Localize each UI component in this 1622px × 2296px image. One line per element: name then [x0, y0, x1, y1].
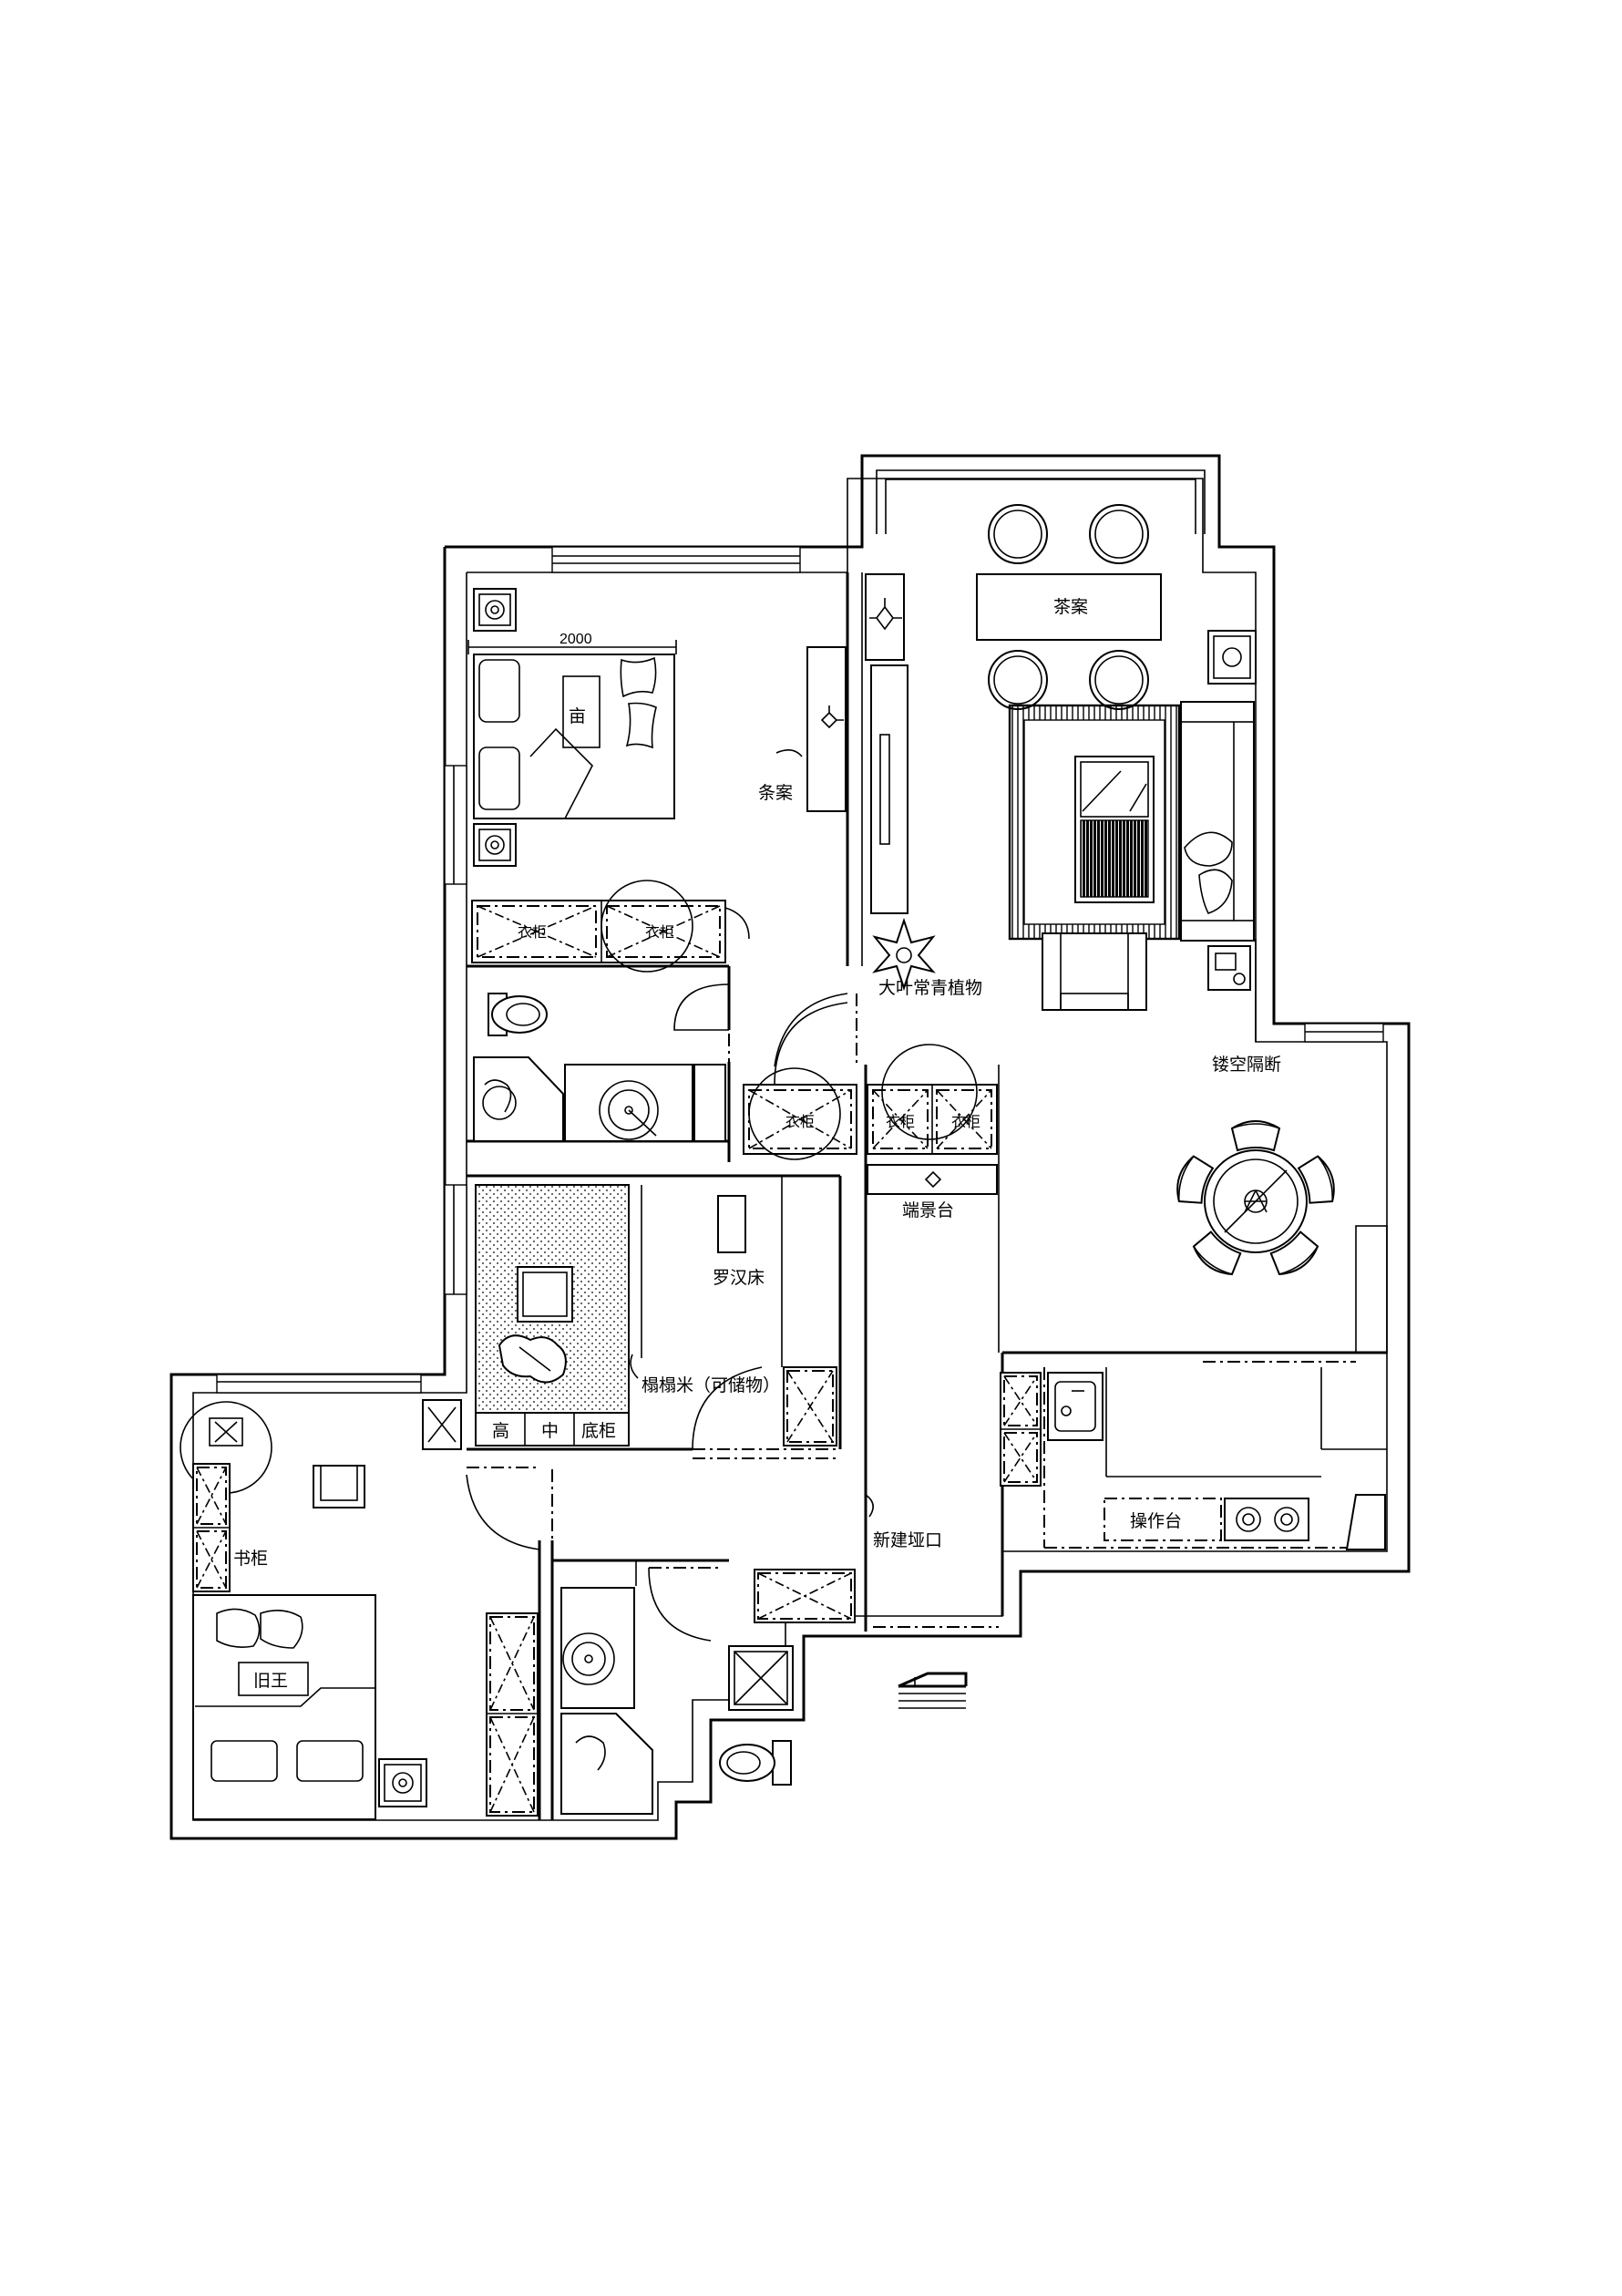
master-bedroom: 2000 亩 条案 衣柜 衣柜: [467, 588, 909, 973]
ensuite-bath: [473, 983, 730, 1142]
chair: [1176, 1155, 1215, 1204]
hall-cabinets: 衣柜 衣柜 衣柜 端景台: [743, 1002, 998, 1220]
plant-icon: [872, 917, 936, 992]
second-bedroom: 书柜 旧王: [180, 1399, 540, 1820]
luohan-bed: [717, 1195, 746, 1253]
dining-area: [1176, 1120, 1356, 1363]
sink: [1047, 1372, 1104, 1441]
tatami-label: 榻榻米（可储物）: [642, 1375, 780, 1395]
hallway: 新建垭口: [551, 1372, 1042, 1709]
toilet: [719, 1744, 775, 1782]
wardrobe-label: 衣柜: [886, 1114, 915, 1130]
countertop-label: 操作台: [1130, 1511, 1182, 1531]
new-opening-label: 新建垭口: [873, 1530, 942, 1550]
master-bed: [473, 654, 675, 819]
porch-table-label: 端景台: [902, 1200, 954, 1220]
bookcase-label: 书柜: [233, 1549, 268, 1569]
windows: [216, 546, 1384, 1394]
wardrobe-label: 衣柜: [785, 1114, 815, 1130]
stool: [1089, 504, 1149, 564]
chair: [1269, 1230, 1319, 1276]
tea-table: [976, 573, 1162, 641]
porch-table: [867, 1164, 998, 1195]
toilet: [491, 995, 548, 1034]
cabinet-low-label: 底柜: [581, 1421, 616, 1441]
stool: [988, 650, 1048, 710]
interior-walls: [467, 572, 1388, 1820]
chair: [1230, 1120, 1281, 1152]
side-table: [806, 646, 847, 812]
tea-tray: [517, 1266, 573, 1323]
chair: [1297, 1155, 1335, 1204]
nightstand: [473, 588, 517, 632]
entrance-icon: [898, 1672, 968, 1709]
vanity: [560, 1587, 635, 1709]
nightstand: [473, 823, 517, 867]
partition-label: 镂空隔断: [1212, 1055, 1281, 1075]
wardrobe-label: 衣柜: [645, 924, 674, 941]
bed-mark: 旧王: [253, 1671, 288, 1691]
luohan-bed-label: 罗汉床: [713, 1268, 765, 1288]
bed-mark: 亩: [569, 706, 586, 726]
stove: [1224, 1498, 1309, 1541]
shower-sink: [564, 1064, 693, 1142]
second-bed: [192, 1594, 376, 1820]
living-room: 茶案 大叶常青: [774, 504, 1281, 1075]
wardrobe: [471, 900, 726, 963]
plant-label: 大叶常青植物: [878, 978, 982, 998]
tea-table-label: 茶案: [1053, 597, 1088, 617]
study-room: 高 中 底柜 榻榻米（可储物） 罗汉床: [475, 1176, 840, 1459]
cabinet-high-label: 高: [492, 1421, 509, 1441]
stool: [988, 504, 1048, 564]
dimension-label: 2000: [559, 632, 592, 647]
sofa: [1180, 701, 1255, 942]
cabinet-mid-label: 中: [541, 1421, 559, 1441]
side-table-label: 条案: [758, 783, 793, 803]
stool: [1089, 650, 1149, 710]
chair: [1192, 1230, 1242, 1276]
wardrobe-label: 衣柜: [518, 924, 547, 941]
armchair: [1042, 932, 1147, 1011]
second-bath: [560, 1560, 794, 1815]
kitchen: 操作台: [1043, 1367, 1386, 1550]
